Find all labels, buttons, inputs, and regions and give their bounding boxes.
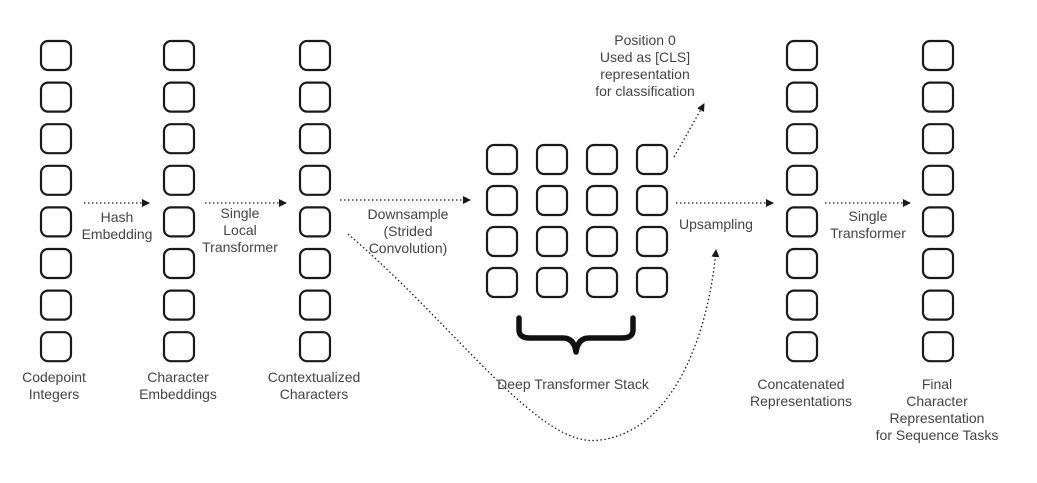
concatenated-cell [785,39,819,72]
final-cell [921,164,955,196]
cls-arrow [673,103,705,158]
codepoints-cell [39,206,73,238]
codepoints-cell [39,123,73,155]
concatenated-cell [785,331,819,363]
stack-cell [585,266,619,299]
stack-cell [485,184,519,217]
stack-cell [535,143,569,176]
char-embeddings-cell [162,81,196,113]
final-cell [921,247,955,280]
stack-cell [585,225,619,258]
codepoints-cell [39,39,73,72]
stack-cell [585,143,619,176]
stack-cell [635,225,669,258]
stack-cell [635,266,669,299]
stack-cell [585,184,619,217]
char-embeddings-cell [162,39,196,72]
stack-cell [485,143,519,176]
codepoints-cell [39,289,73,321]
stack-cell [535,225,569,258]
contextualized-cell [298,164,332,196]
contextualized-cell [298,123,332,155]
final-cell [921,123,955,155]
contextualized-cell [298,247,332,280]
contextualized-cell [298,81,332,113]
stack-brace [516,315,636,355]
char-embeddings-cell [162,123,196,155]
contextualized-cell [298,331,332,363]
char-embeddings-cell [162,331,196,363]
char-embeddings-cell [162,247,196,280]
concatenated-cell [785,289,819,321]
stack-cell [485,225,519,258]
contextualized-cell [298,289,332,321]
final-cell [921,206,955,238]
contextualized-cell [298,39,332,72]
stack-cell [485,266,519,299]
upsampling-label: Upsampling [679,216,753,232]
final-cell [921,289,955,321]
stack-cell [535,184,569,217]
stack-label: Deep Transformer Stack [497,376,649,392]
concatenated-cell [785,81,819,113]
stack-cell [635,184,669,217]
stack-cell [535,266,569,299]
concatenated-cell [785,123,819,155]
codepoints-cell [39,164,73,196]
codepoints-cell [39,247,73,280]
concatenated-cell [785,164,819,196]
downsample-label: Downsample(Strided Convolution) [367,206,449,256]
concatenated-cell [785,247,819,280]
codepoints-cell [39,81,73,113]
final-cell [921,81,955,113]
char-embeddings-cell [162,206,196,238]
final-cell [921,39,955,72]
stack-cell [635,143,669,176]
final-cell [921,331,955,363]
contextualized-cell [298,206,332,238]
codepoints-cell [39,331,73,363]
char-embeddings-cell [162,164,196,196]
concatenated-cell [785,206,819,238]
char-embeddings-cell [162,289,196,321]
